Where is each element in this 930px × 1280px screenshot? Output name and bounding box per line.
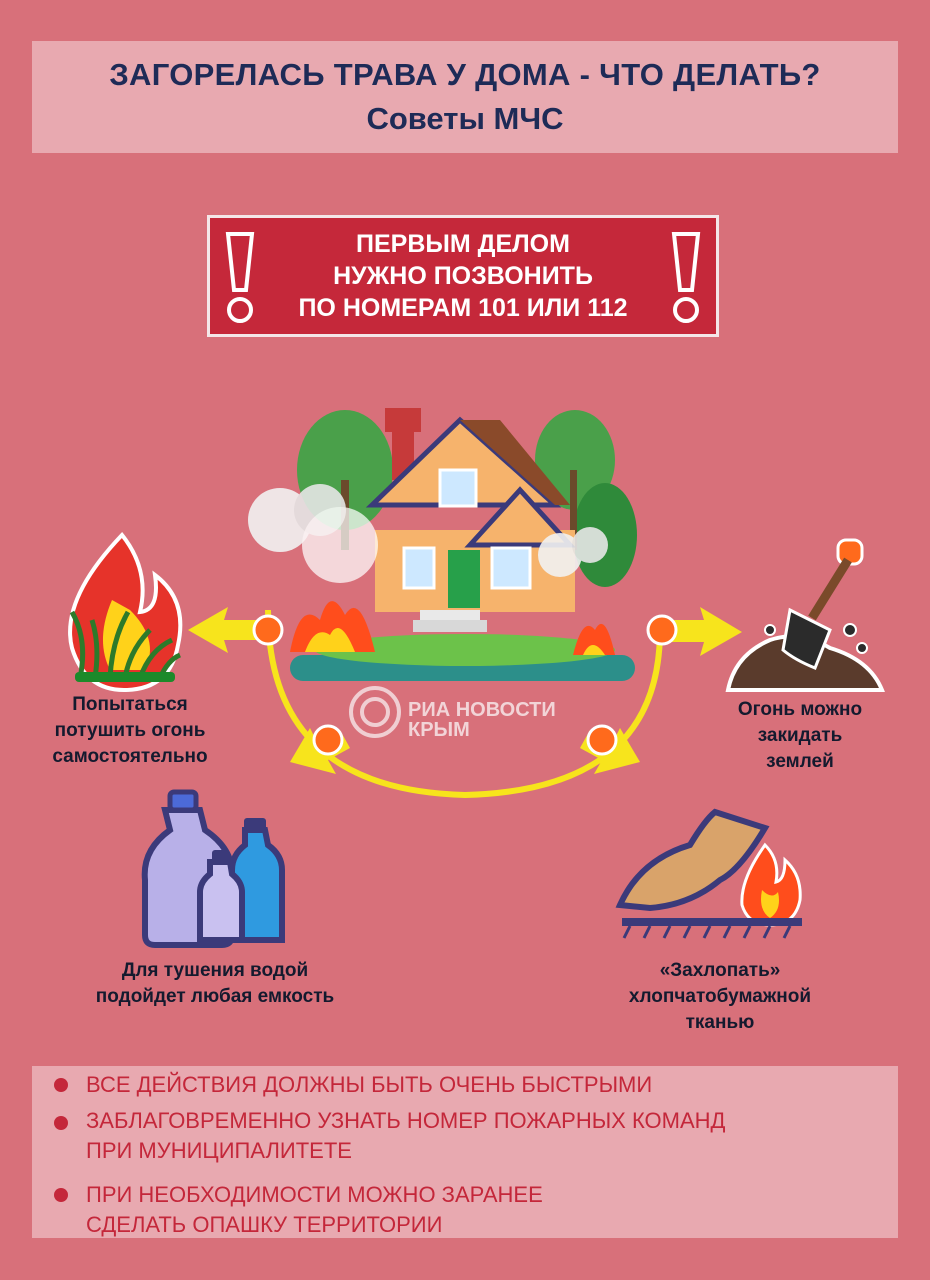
marker-dot	[252, 614, 678, 756]
header-panel: ЗАГОРЕЛАСЬ ТРАВА У ДОМА - ЧТО ДЕЛАТЬ? Со…	[32, 41, 898, 153]
ria-logo-icon	[349, 686, 401, 738]
emergency-call-banner: ПЕРВЫМ ДЕЛОМ НУЖНО ПОЗВОНИТЬ ПО НОМЕРАМ …	[207, 215, 719, 337]
list-item: ВСЕ ДЕЙСТВИЯ ДОЛЖНЫ БЫТЬ ОЧЕНЬ БЫСТРЫМИ	[86, 1072, 653, 1097]
cloth-fire-icon	[615, 808, 802, 939]
list-item: ЗАБЛАГОВРЕМЕННО УЗНАТЬ НОМЕР ПОЖАРНЫХ КО…	[86, 1108, 726, 1163]
exclamation-icon	[225, 232, 255, 323]
alert-line-3: ПО НОМЕРАМ 101 ИЛИ 112	[298, 294, 628, 322]
connector-arc	[265, 609, 663, 799]
alert-line-1: ПЕРВЫМ ДЕЛОМ	[356, 230, 570, 258]
bottles-icon	[141, 789, 285, 948]
page-title: ЗАГОРЕЛАСЬ ТРАВА У ДОМА - ЧТО ДЕЛАТЬ?	[109, 57, 821, 92]
bullet-dot	[54, 1078, 68, 1092]
tip-water: Для тушения водой подойдет любая емкость	[95, 960, 335, 1007]
bullet-dot	[54, 1188, 68, 1202]
smoke-icon	[248, 484, 608, 583]
grass-fire-icon	[68, 531, 183, 693]
flame-icon	[290, 601, 615, 655]
watermark-line-2: КРЫМ	[408, 719, 470, 741]
watermark: РИА НОВОСТИ КРЫМ	[408, 700, 556, 740]
alert-line-2: НУЖНО ПОЗВОНИТЬ	[333, 262, 593, 290]
bullet-dot	[54, 1116, 68, 1130]
list-item: ПРИ НЕОБХОДИМОСТИ МОЖНО ЗАРАНЕЕ СДЕЛАТЬ …	[86, 1182, 543, 1237]
advice-list: ВСЕ ДЕЙСТВИЯ ДОЛЖНЫ БЫТЬ ОЧЕНЬ БЫСТРЫМИ …	[32, 1066, 898, 1238]
shovel-icon	[725, 538, 885, 692]
tip-cloth: «Захлопать» хлопчатобумажной тканью	[628, 960, 812, 1033]
page-subtitle: Советы МЧС	[366, 101, 564, 136]
exclamation-icon	[671, 232, 701, 323]
house-icon	[365, 408, 576, 632]
tip-earth: Огонь можно закидать землей	[737, 699, 863, 772]
tip-self-extinguish: Попытаться потушить огонь самостоятельно	[52, 694, 208, 767]
watermark-line-1: РИА НОВОСТИ	[408, 699, 556, 721]
